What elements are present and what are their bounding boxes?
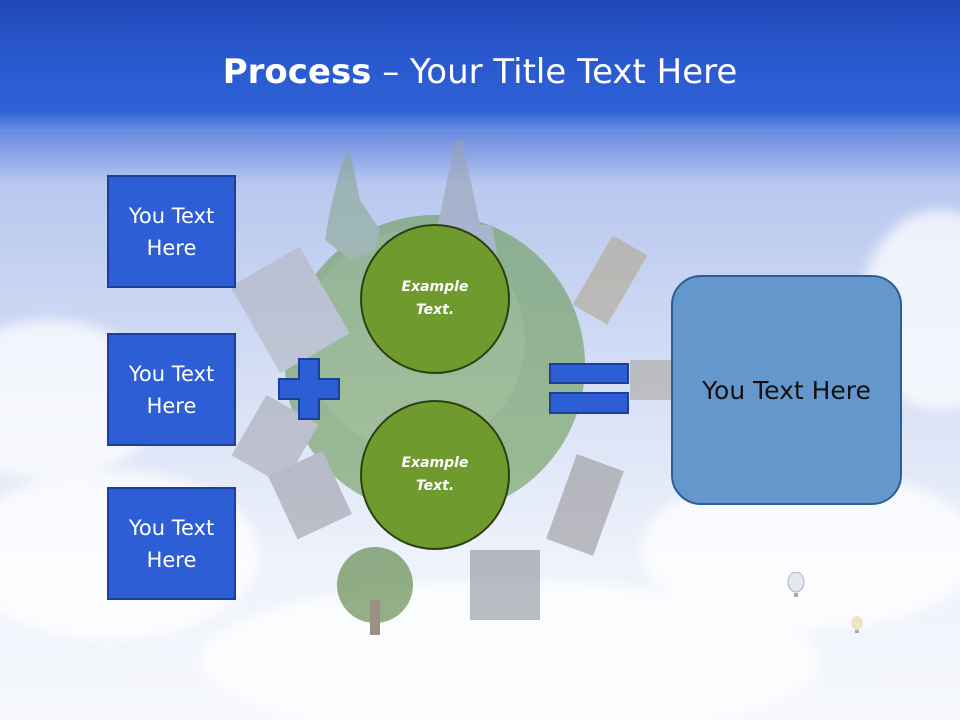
statue-shape <box>325 150 380 260</box>
result-box[interactable]: You Text Here <box>671 275 902 505</box>
balloon-icon <box>851 616 863 633</box>
text-box-3[interactable]: You Text Here <box>107 487 236 600</box>
text-box-label: You Text Here <box>128 361 215 418</box>
tree <box>337 547 413 623</box>
result-box-label: You Text Here <box>702 375 871 405</box>
text-box-label: You Text Here <box>128 515 215 572</box>
header-band <box>0 0 960 132</box>
circle-label: Example Text. <box>401 279 469 318</box>
title-bold: Process <box>222 52 372 92</box>
plus-icon <box>278 358 340 420</box>
equals-icon <box>549 363 629 414</box>
clock-tower <box>572 235 648 325</box>
text-box-label: You Text Here <box>128 203 215 260</box>
slide-title: Process – Your Title Text Here <box>0 52 960 92</box>
circle-label: Example Text. <box>401 455 469 494</box>
title-rest: – Your Title Text Here <box>371 52 738 92</box>
building-left <box>230 246 350 374</box>
balloon-icon <box>787 572 805 597</box>
text-box-2[interactable]: You Text Here <box>107 333 236 446</box>
text-box-1[interactable]: You Text Here <box>107 175 236 288</box>
example-circle-2[interactable]: Example Text. <box>360 400 510 550</box>
example-circle-1[interactable]: Example Text. <box>360 224 510 374</box>
